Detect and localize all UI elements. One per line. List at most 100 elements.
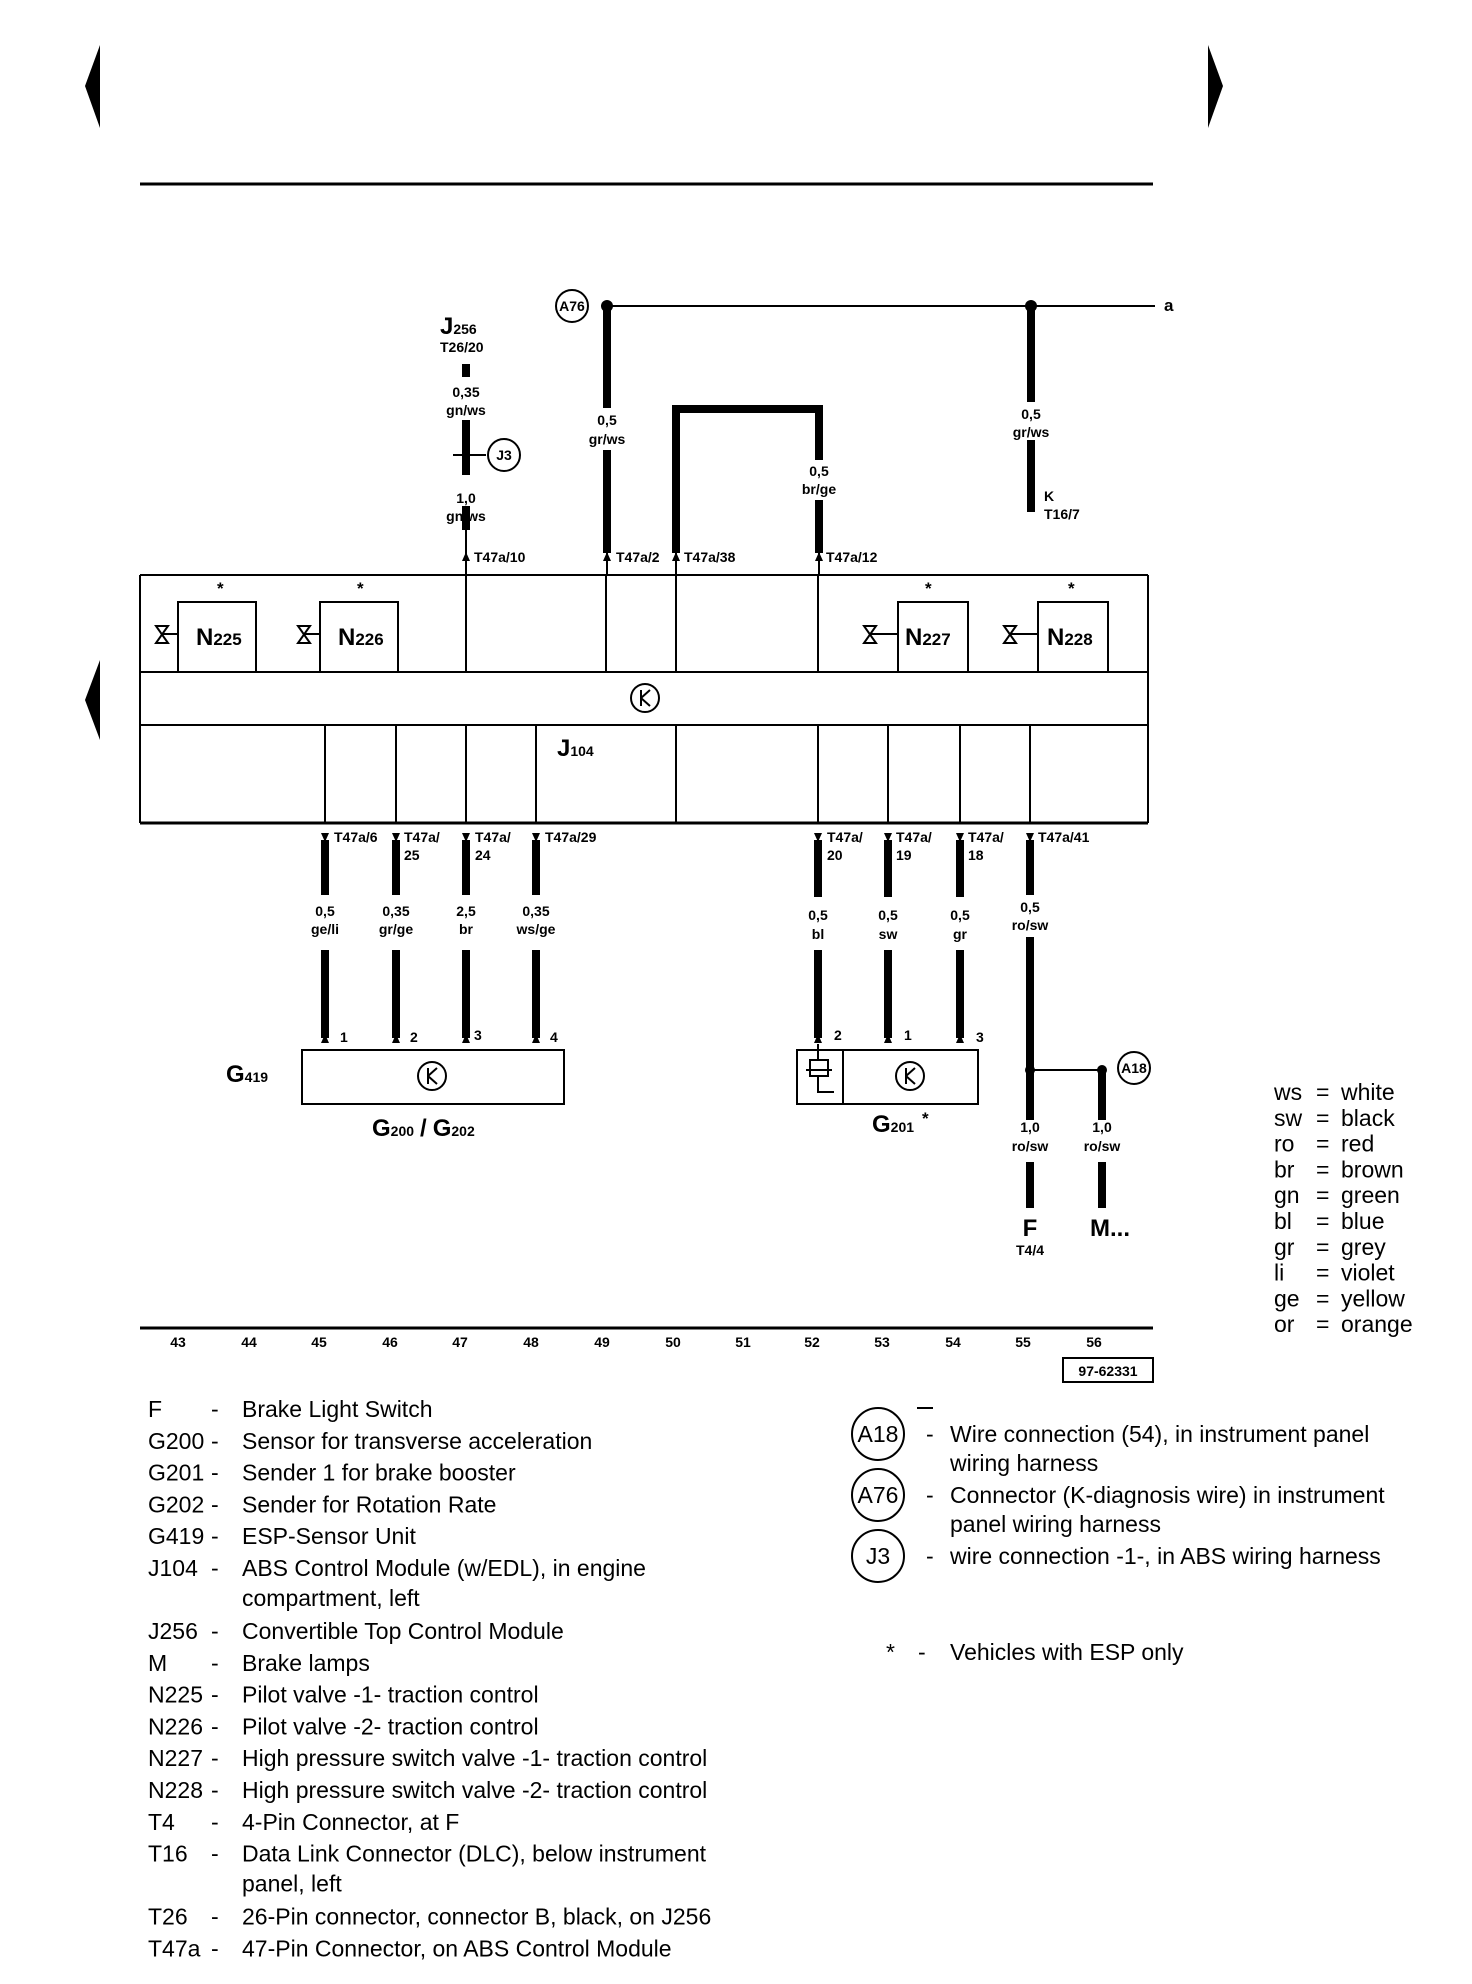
j104-label: J104 (557, 735, 594, 762)
wire-color: br/ge (802, 481, 836, 497)
ruler-number: 55 (1015, 1334, 1031, 1350)
connector-a76-icon (555, 289, 589, 323)
legend-dash: - (211, 1650, 219, 1676)
pin-label: T47a/41 (1038, 829, 1090, 845)
legend-dash: - (211, 1682, 219, 1708)
wire-size: 0,5 (1020, 899, 1040, 915)
wire-size: 0,5 (809, 463, 829, 479)
component-desc: 4-Pin Connector, at F (242, 1809, 459, 1835)
wire-size: 0,5 (315, 903, 335, 919)
wire-color: ge/li (311, 921, 339, 937)
legend-equals: = (1316, 1234, 1329, 1260)
component-code: T16 (148, 1841, 188, 1867)
connector-legend: A18 - Wire connection (54), in instrument … (851, 1407, 1385, 1583)
pin-label: 18 (968, 847, 984, 863)
color-abbr: bl (1274, 1208, 1292, 1234)
wire-color: ro/sw (1084, 1138, 1121, 1154)
sensor-pin: 1 (904, 1027, 912, 1043)
connector-code: A18 (858, 1421, 899, 1447)
pin-label: T47a/6 (334, 829, 378, 845)
connector-a18-icon (851, 1407, 905, 1461)
electronic-symbol-icon (417, 1061, 447, 1091)
component-desc: Sender 1 for brake booster (242, 1460, 516, 1486)
wire-color: gn/ws (446, 508, 486, 524)
ruler-number: 48 (523, 1334, 539, 1350)
legend-dash: - (211, 1460, 219, 1486)
legend-equals: = (1316, 1079, 1329, 1105)
component-code: G419 (148, 1523, 204, 1549)
connector-desc: Wire connection (54), in instrument pane… (950, 1421, 1369, 1447)
wire-size: 2,5 (456, 903, 476, 919)
color-name: yellow (1341, 1285, 1405, 1311)
g201-label: G201* (872, 1109, 929, 1138)
sensor-pin: 2 (834, 1027, 842, 1043)
wire-color: gr/ws (589, 431, 626, 447)
pin-label: 25 (404, 847, 420, 863)
color-name: white (1340, 1079, 1395, 1105)
component-desc: 47-Pin Connector, on ABS Control Module (242, 1935, 672, 1961)
valve-n226-icon (296, 625, 320, 644)
color-name: violet (1341, 1260, 1395, 1286)
legend-dash: - (211, 1618, 219, 1644)
component-code: M (148, 1650, 167, 1676)
k-pin-label: T16/7 (1044, 506, 1080, 522)
wire-size: 0,5 (808, 907, 828, 923)
pin-label: T47a/2 (616, 549, 660, 565)
color-abbr: ge (1274, 1285, 1300, 1311)
connector-desc: Connector (K-diagnosis wire) in instrume… (950, 1482, 1385, 1508)
legend-dash: - (211, 1428, 219, 1454)
component-code: J256 (148, 1618, 198, 1644)
sensor-pin: 3 (976, 1029, 984, 1045)
pin-label: T47a/12 (826, 549, 878, 565)
wire-size: 0,5 (597, 412, 617, 428)
wire-color: ro/sw (1012, 917, 1049, 933)
component-desc: Sender for Rotation Rate (242, 1491, 496, 1517)
component-desc: Pilot valve -2- traction control (242, 1713, 539, 1739)
ruler-number: 46 (382, 1334, 398, 1350)
wire-size: 0,35 (382, 903, 409, 919)
legend-dash: - (211, 1809, 219, 1835)
legend-dash: - (211, 1935, 219, 1961)
ruler-number: 51 (735, 1334, 751, 1350)
component-code: J104 (148, 1555, 198, 1581)
connector-code: A76 (858, 1482, 899, 1508)
wire-end-pin: T4/4 (1016, 1242, 1044, 1258)
ref-code-box (1062, 1357, 1154, 1383)
wire-size: 0,35 (522, 903, 549, 919)
wire-color: ro/sw (1012, 1138, 1049, 1154)
ruler-number: 54 (945, 1334, 961, 1350)
legend-dash: - (211, 1745, 219, 1771)
sensor-pin: 3 (474, 1027, 482, 1043)
prev-page-arrow-icon[interactable] (85, 45, 100, 128)
valve-n226-star: * (357, 579, 364, 598)
j256-pin-label: T26/20 (440, 339, 484, 355)
connector-a76-icon (851, 1468, 905, 1522)
next-page-arrow-icon[interactable] (1208, 45, 1223, 128)
pin-label: T47a/38 (684, 549, 736, 565)
component-desc: High pressure switch valve -2- traction … (242, 1777, 707, 1803)
wire-end-label: F (1023, 1215, 1038, 1242)
color-abbr: li (1274, 1260, 1284, 1286)
wire-color: gr/ge (379, 921, 413, 937)
wire-color: br (459, 921, 474, 937)
valve-n227-name: N227 (905, 624, 951, 651)
component-code: N227 (148, 1745, 203, 1771)
pin-label: 20 (827, 847, 843, 863)
color-abbr: ws (1273, 1079, 1302, 1105)
wire-size: 1,0 (1020, 1119, 1040, 1135)
top-wiring (453, 300, 1155, 575)
color-abbr: gr (1274, 1234, 1295, 1260)
pin-label: T47a/ (896, 829, 932, 845)
bottom-wiring (321, 833, 1107, 1208)
color-name: green (1341, 1182, 1400, 1208)
connector-a76-label: A76 (559, 298, 585, 314)
footnote-dash: - (918, 1639, 926, 1665)
legend-dash: - (926, 1482, 934, 1508)
ruler-number: 44 (241, 1334, 257, 1350)
valve-n227-star: * (925, 579, 932, 598)
component-desc: Sensor for transverse acceleration (242, 1428, 592, 1454)
component-code: G201 (148, 1460, 204, 1486)
